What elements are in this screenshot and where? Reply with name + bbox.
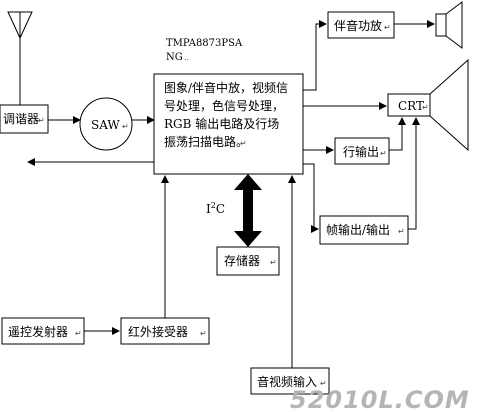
- chip-line-3: RGB 输出电路及行场: [164, 116, 279, 131]
- para-mark: ↵: [240, 139, 247, 148]
- remote-tx-label: 遥控发射器: [8, 324, 68, 339]
- para-mark: ↵: [75, 329, 82, 338]
- memory-box: [216, 246, 280, 276]
- antenna-icon: [7, 11, 33, 105]
- crt-label: CRT: [398, 99, 424, 113]
- watermark: 52010L.COM: [290, 386, 470, 412]
- memory-label: 存储器: [224, 253, 260, 268]
- chip-suffix: NG: [166, 52, 183, 63]
- para-mark: ↵: [380, 149, 387, 158]
- para-mark: ↵: [270, 258, 277, 267]
- v-out-label: 帧输出/输出: [326, 222, 390, 237]
- arrow-chip-vout: [303, 163, 319, 233]
- arrow-vout-crt: [408, 117, 420, 230]
- h-out-box: [334, 137, 390, 165]
- av-in-label: 音视频输入: [257, 374, 317, 389]
- para-mark: ↵: [398, 227, 405, 236]
- chip-suffix-mark: ..: [184, 53, 189, 62]
- ir-rx-box: [120, 317, 210, 345]
- chip-line-2: 号处理，色信号处理，: [164, 99, 284, 113]
- chip-model: TMPA8873PSA: [166, 38, 243, 49]
- i2c-bus-arrow: [234, 174, 262, 247]
- crt-tube: [387, 58, 469, 152]
- para-mark: ↵: [122, 122, 129, 131]
- para-mark: ↵: [320, 379, 327, 388]
- audio-amp-label: 伴音功放: [334, 18, 382, 33]
- av-in-box: [250, 367, 330, 395]
- para-mark: ↵: [38, 116, 45, 125]
- tuner-label: 调谐器: [3, 112, 39, 126]
- arrow-chip-audio: [303, 20, 327, 91]
- speaker-icon: [435, 1, 463, 49]
- main-chip-box: [153, 73, 304, 175]
- audio-amp-box: [327, 11, 395, 39]
- para-mark: ↵: [200, 329, 207, 338]
- para-mark: ↵: [384, 23, 391, 32]
- h-out-label: 行输出: [343, 144, 379, 159]
- ir-rx-label: 红外接受器: [128, 324, 188, 339]
- v-out-box: [319, 215, 409, 245]
- chip-line-4: 振荡扫描电路。: [164, 134, 248, 149]
- arrow-hout-crt: [389, 117, 406, 151]
- i2c-label: I2C: [206, 201, 225, 216]
- saw-label: SAW: [91, 118, 120, 132]
- tuner-box: [0, 104, 49, 134]
- remote-tx-box: [1, 317, 85, 345]
- saw-filter: [79, 97, 133, 151]
- chip-line-1: 图象/伴音中放，视频信: [164, 80, 288, 95]
- para-mark: ↵: [422, 103, 429, 112]
